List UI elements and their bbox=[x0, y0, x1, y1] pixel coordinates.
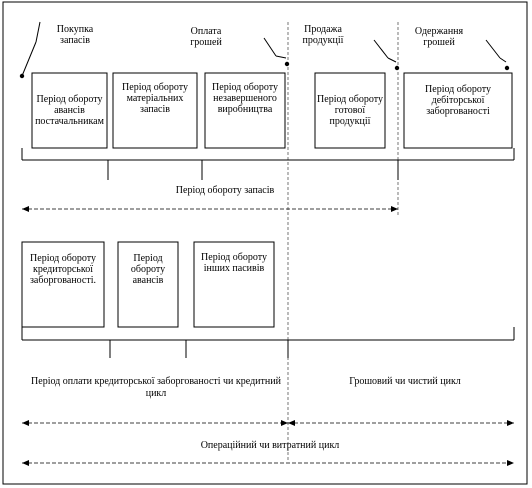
inventory-cycle-label: Період обороту запасів bbox=[175, 185, 275, 196]
box-receivables bbox=[403, 72, 513, 149]
payables-cycle-label: Період оплати кредиторської заборгованос… bbox=[31, 376, 281, 399]
label-finished: Період обороту готової продукції bbox=[317, 94, 383, 127]
box-wip bbox=[204, 72, 286, 149]
label-other-liabilities: Період обороту інших пасивів bbox=[201, 252, 267, 274]
phase-marker-receipt bbox=[485, 39, 510, 71]
phase-marker-sale bbox=[373, 39, 400, 71]
label-advances-received: Період обороту авансів bbox=[130, 252, 166, 286]
box-finished bbox=[314, 72, 386, 149]
phase-label-payment: Оплата грошей bbox=[190, 26, 222, 48]
box-other-liabilities bbox=[193, 241, 275, 328]
cash-cycle-arrow bbox=[288, 420, 514, 426]
cash-cycle-label: Грошовий чи чистий цикл bbox=[349, 376, 461, 387]
inventory-cycle-arrow bbox=[22, 206, 398, 212]
label-payables: Період обороту кредиторської заборговано… bbox=[29, 252, 97, 286]
inventory-bracket bbox=[21, 148, 515, 180]
phase-label-receipt: Одержання грошей bbox=[414, 26, 464, 48]
payables-cycle-arrow bbox=[22, 420, 288, 426]
label-wip: Період обороту незавершеного виробництва bbox=[212, 81, 278, 115]
label-materials: Період обороту матеріальних запасів bbox=[122, 81, 188, 115]
label-advances: Період обороту авансів постачальникам bbox=[35, 94, 104, 127]
phase-marker-purchase bbox=[19, 21, 41, 79]
box-advances bbox=[31, 72, 108, 149]
operating-cycle-arrow bbox=[22, 460, 514, 466]
phase-label-sale: Продажа продукції bbox=[302, 24, 344, 46]
payables-bracket bbox=[21, 327, 515, 358]
phase-label-purchase: Покупка запасів bbox=[56, 24, 94, 46]
box-materials bbox=[112, 72, 198, 149]
label-receivables: Період обороту дебіторської заборгованос… bbox=[425, 83, 491, 117]
box-advances-received bbox=[117, 241, 179, 328]
operating-cycle-label: Операційний чи витратний цикл bbox=[200, 440, 340, 451]
phase-marker-payment bbox=[263, 37, 290, 67]
box-payables bbox=[21, 241, 105, 328]
